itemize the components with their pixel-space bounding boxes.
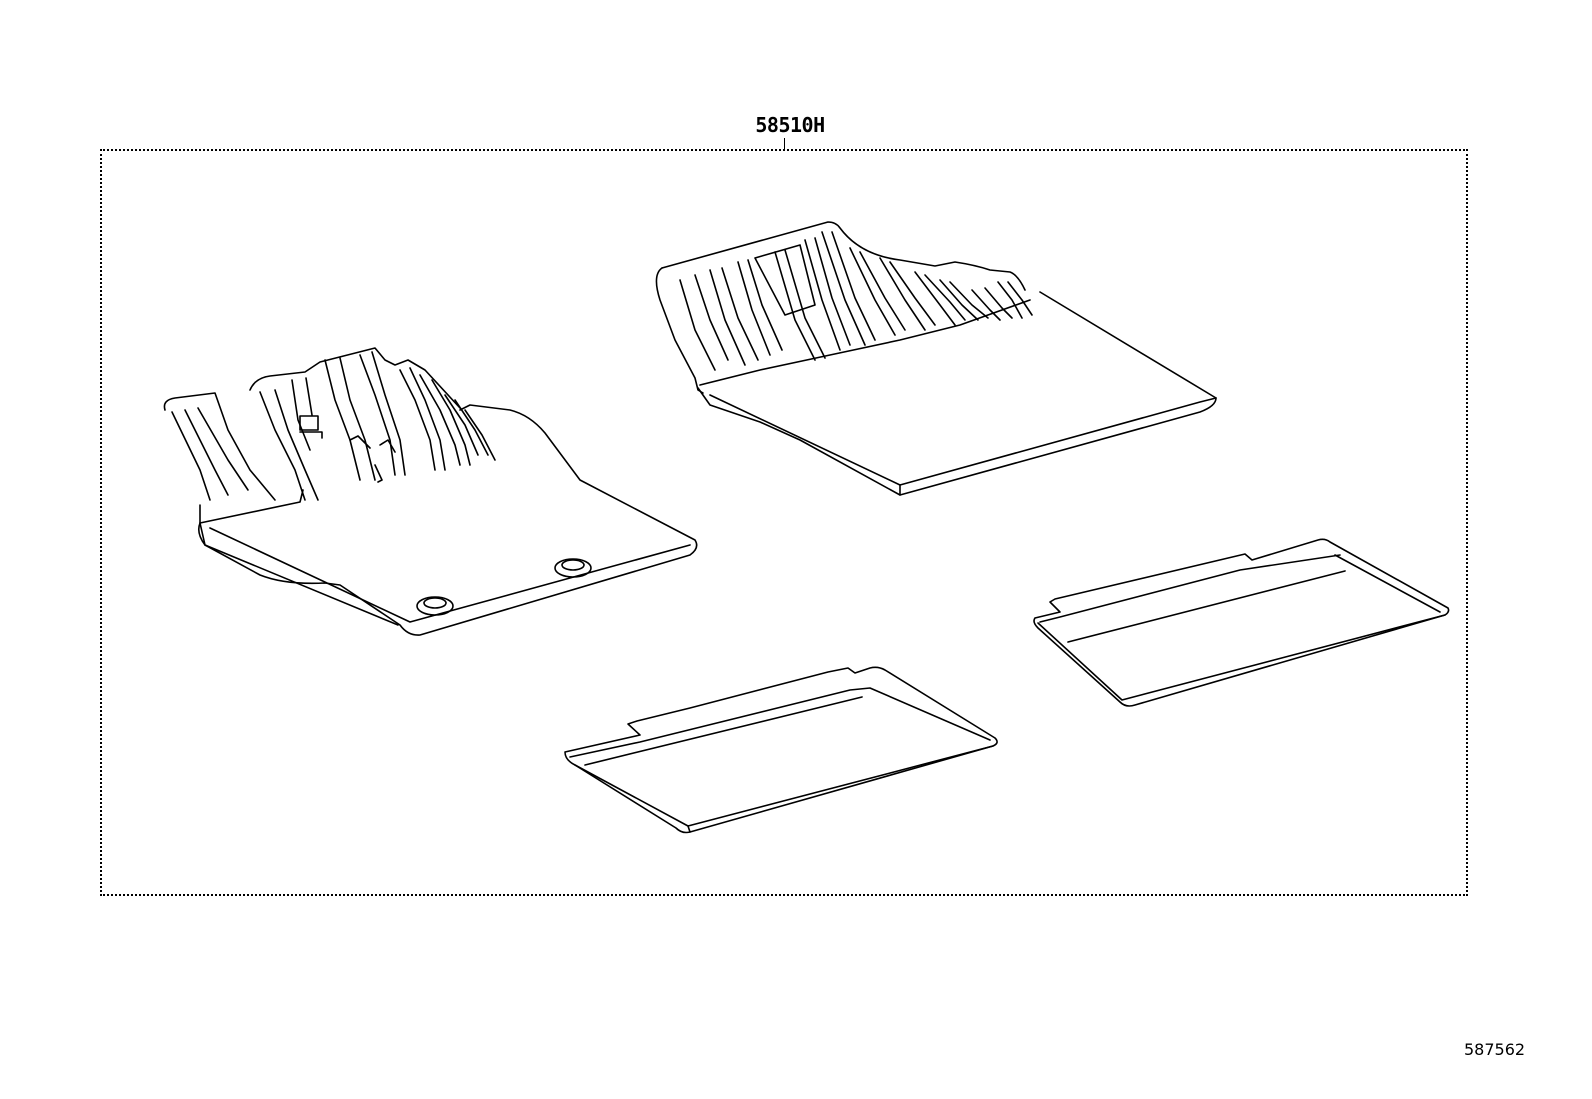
rear-right-floor-mat: [1033, 538, 1450, 707]
retention-grommet: [416, 596, 454, 616]
callout-leader-line: [784, 138, 785, 150]
parts-group-frame: [100, 149, 1468, 896]
retention-grommet: [554, 558, 592, 578]
front-right-floor-mat: [655, 221, 1217, 496]
part-number-callout: 58510H: [755, 113, 825, 137]
figure-number: 587562: [1464, 1040, 1526, 1059]
front-left-floor-mat: [163, 347, 698, 636]
rear-left-floor-mat: [564, 666, 998, 834]
